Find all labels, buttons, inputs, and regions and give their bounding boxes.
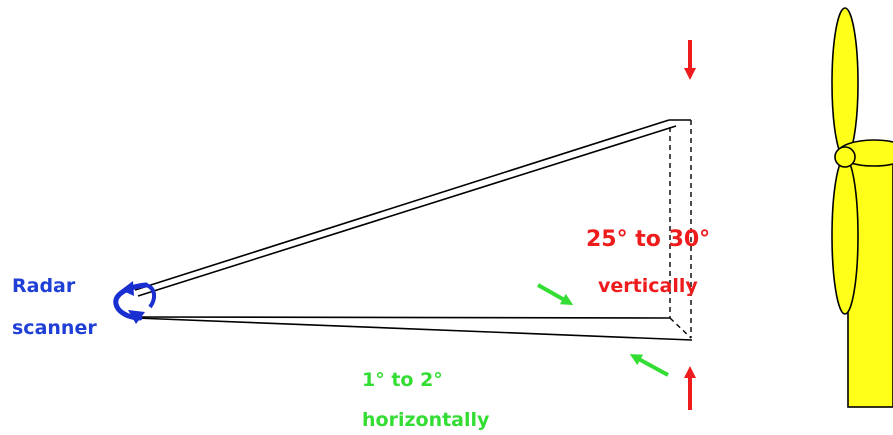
curved-arrow-icon: [113, 281, 157, 324]
green-arrow-lower-icon: [629, 354, 669, 377]
turbine-blade-upper: [831, 7, 859, 159]
vertical-angle-label: 25° to 30°: [586, 227, 710, 252]
turbine-hub: [834, 146, 856, 168]
radar-label-line2: scanner: [12, 317, 97, 339]
vertical-word-label: vertically: [598, 275, 698, 297]
horizontal-word-label: horizontally: [362, 409, 490, 431]
beam-lower-edge: [135, 316, 693, 341]
beam-upper-edge: [134, 119, 691, 297]
wind-turbine-icon: [831, 7, 893, 408]
green-arrow-upper-icon: [537, 283, 574, 305]
beam-far-end-dashed: [669, 120, 692, 339]
turbine-blade-lower: [831, 157, 859, 315]
horizontal-angle-label: 1° to 2°: [362, 369, 443, 391]
radar-label-line1: Radar: [12, 275, 76, 297]
